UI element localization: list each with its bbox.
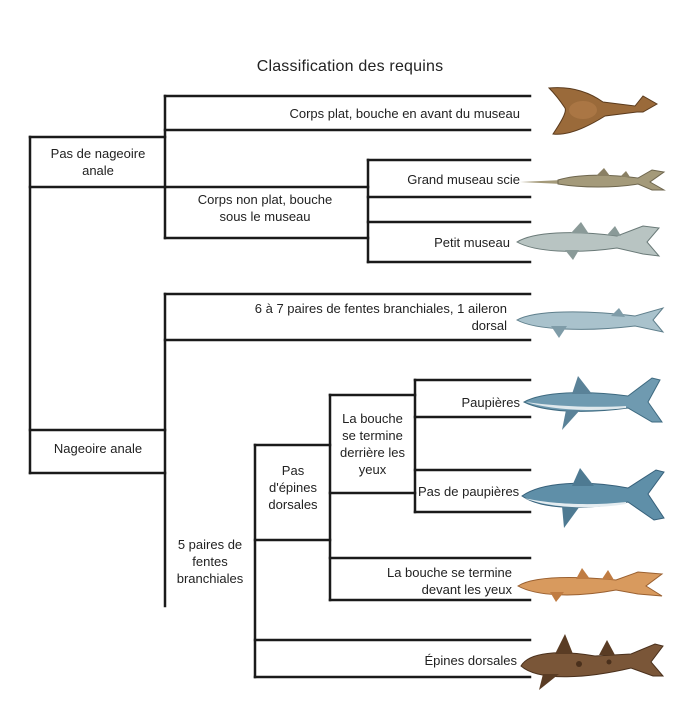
angel-shark-image [547,87,659,135]
node-anal-fin: Nageoire anale [53,441,143,456]
saw-shark-image [520,168,666,191]
diagram-title: Classification des requins [256,58,444,75]
node-no-eyelids: Pas de paupières [418,484,520,499]
node-no-dorsal-spines: Pas d'épines dorsales [268,463,318,512]
node-no-anal-fin: Pas de nageoire anale [50,146,146,178]
node-long-saw-snout: Grand museau scie [407,172,520,187]
carpet-shark-image [517,568,664,602]
node-dorsal-spines: Épines dorsales [424,653,518,668]
six-gill-shark-image [515,307,665,338]
eyelid-shark-image [522,376,663,430]
node-eyelids: Paupières [461,395,520,410]
node-gill-slits-5: 5 paires de fentes branchiales [176,537,244,586]
node-mouth-behind-eyes: La bouche se termine derrière les yeux [339,411,406,477]
node-flat-body: Corps plat, bouche en avant du museau [289,106,520,121]
short-snout-shark-image [516,222,661,260]
node-mouth-before-eyes: La bouche se termine devant les yeux [386,565,512,597]
no-eyelid-shark-image [521,468,665,528]
node-non-flat-body: Corps non plat, bouche sous le museau [197,192,333,224]
node-gill-slits-6-7: 6 à 7 paires de fentes branchiales, 1 ai… [254,301,507,333]
horn-shark-image [520,634,665,690]
node-short-snout: Petit museau [434,235,510,250]
